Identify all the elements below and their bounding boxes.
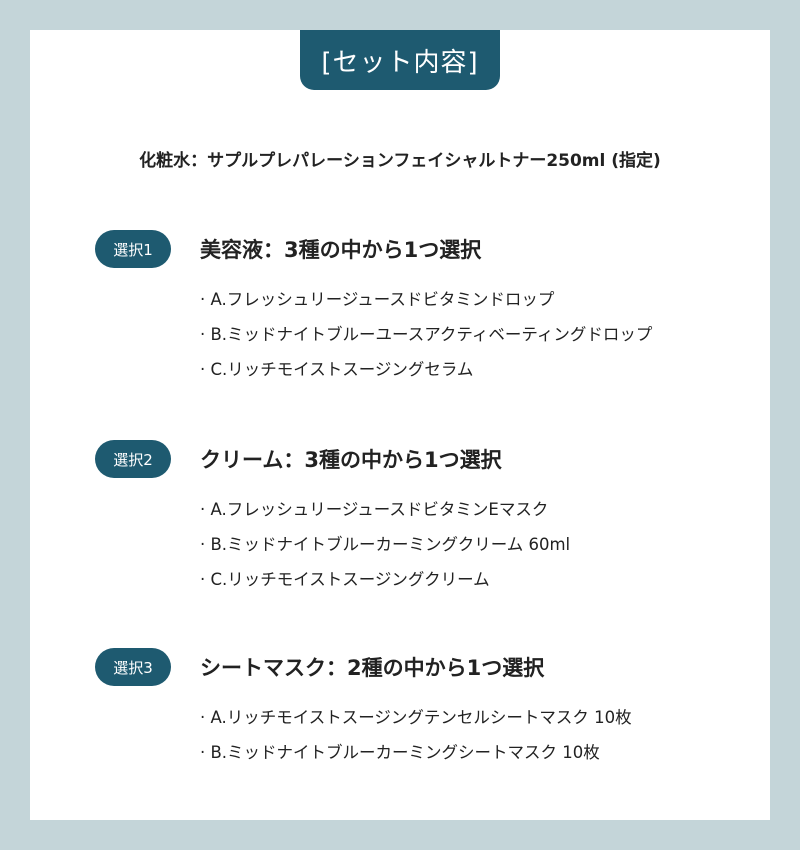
serum-option-list: · A.フレッシュリージュースドビタミンドロップ · B.ミッドナイトブルーユー… (200, 282, 652, 387)
selection-badge-3: 選択3 (95, 648, 171, 686)
list-item: · B.ミッドナイトブルーカーミングシートマスク 10枚 (200, 743, 600, 762)
content-card (30, 30, 770, 820)
set-contents-title: [セット内容] (321, 47, 479, 78)
toner-line: 化粧水：サプルプレパレーションフェイシャルトナー250ml (指定) (139, 151, 661, 171)
sheet-mask-option-list: · A.リッチモイストスージングテンセルシートマスク 10枚 · B.ミッドナイ… (200, 700, 632, 770)
selection-badge-1: 選択1 (95, 230, 171, 268)
list-item: · B.ミッドナイトブルーカーミングクリーム 60ml (200, 535, 571, 554)
cream-option-list: · A.フレッシュリージュースドビタミンEマスク · B.ミッドナイトブルーカー… (200, 492, 570, 597)
section-title-cream: クリーム：3種の中から1つ選択 (200, 448, 502, 472)
list-item: · B.ミッドナイトブルーユースアクティベーティングドロップ (200, 325, 653, 344)
list-item: · C.リッチモイストスージングクリーム (200, 570, 490, 589)
list-item: · C.リッチモイストスージングセラム (200, 360, 474, 379)
section-title-serum: 美容液：3種の中から1つ選択 (200, 238, 482, 262)
set-contents-header: [セット内容] (300, 30, 500, 90)
section-title-sheet-mask: シートマスク：2種の中から1つ選択 (200, 656, 545, 680)
list-item: · A.リッチモイストスージングテンセルシートマスク 10枚 (200, 708, 632, 727)
selection-badge-2: 選択2 (95, 440, 171, 478)
list-item: · A.フレッシュリージュースドビタミンEマスク (200, 500, 549, 519)
list-item: · A.フレッシュリージュースドビタミンドロップ (200, 290, 555, 309)
